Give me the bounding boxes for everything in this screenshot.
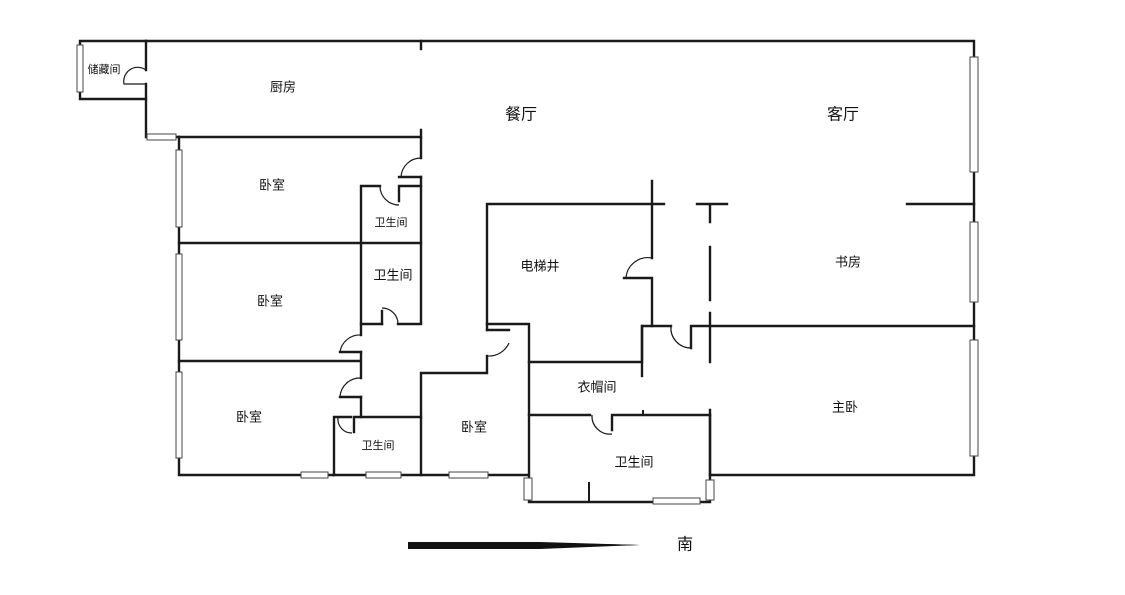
label-bedroom-3: 卧室 — [236, 410, 262, 426]
doors — [123, 66, 692, 435]
label-bedroom-1: 卧室 — [259, 178, 285, 194]
label-storage: 储藏间 — [88, 62, 121, 76]
label-living: 客厅 — [827, 105, 859, 124]
label-bedroom-4: 卧室 — [461, 420, 487, 436]
label-kitchen: 厨房 — [270, 80, 296, 96]
label-closet: 衣帽间 — [577, 380, 616, 396]
label-dining: 餐厅 — [505, 105, 537, 124]
label-bath-2: 卫生间 — [373, 269, 412, 284]
label-master-bath: 卫生间 — [614, 456, 653, 471]
room-labels: 储藏间 厨房 餐厅 客厅 卧室 卫生间 卫生间 卧室 卧室 卫生间 卧室 电梯井… — [88, 62, 862, 471]
windows — [76, 44, 979, 505]
label-study: 书房 — [835, 255, 861, 271]
label-master-bedroom: 主卧 — [832, 401, 858, 416]
walls — [78, 39, 976, 504]
south-arrow: 南 — [408, 535, 693, 554]
label-bath-1: 卫生间 — [375, 215, 408, 229]
label-bath-3: 卫生间 — [362, 438, 395, 452]
compass-label: 南 — [677, 535, 693, 554]
label-elevator: 电梯井 — [520, 260, 559, 275]
label-bedroom-2: 卧室 — [257, 294, 283, 310]
